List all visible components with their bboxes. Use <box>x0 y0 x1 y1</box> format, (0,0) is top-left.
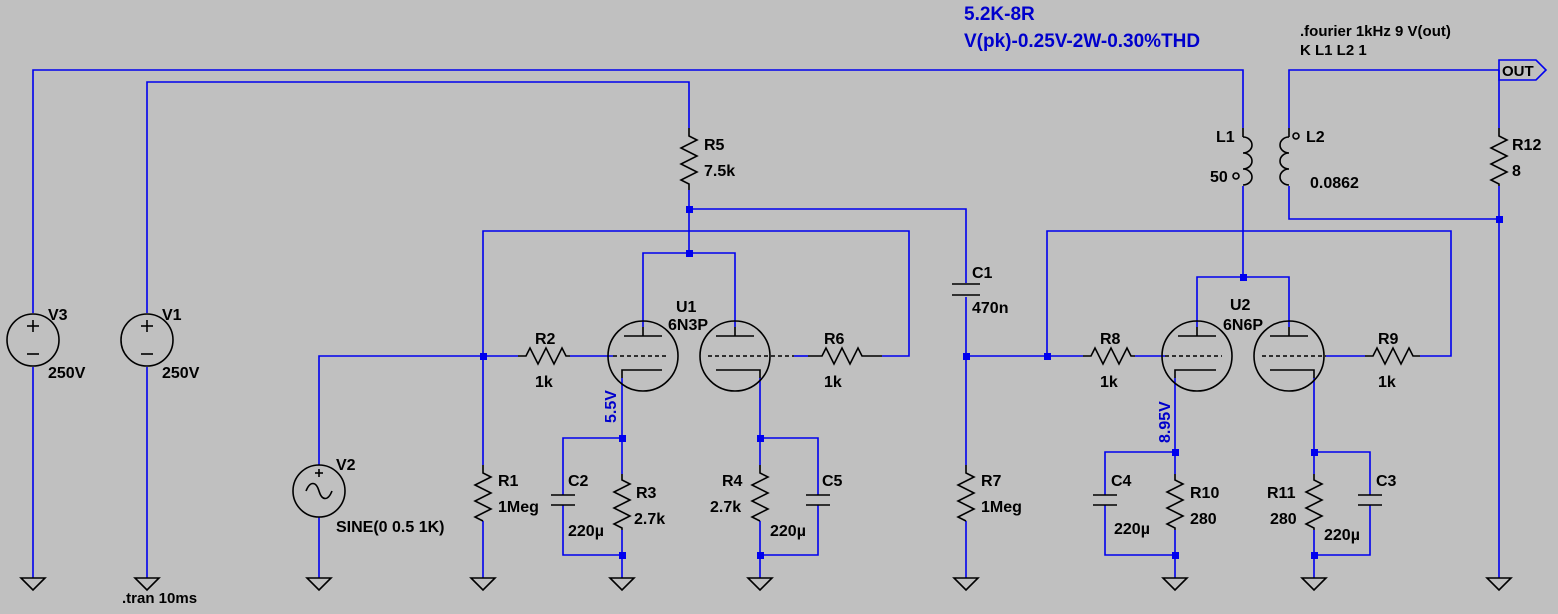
R7-value: 1Meg <box>981 499 1022 516</box>
resistor-R10: R10 280 <box>1165 474 1219 530</box>
R4-value: 2.7k <box>710 499 741 516</box>
V2-label: V2 <box>336 457 356 474</box>
R5-value: 7.5k <box>704 163 735 180</box>
capacitor-C1: C1 470n <box>952 265 1008 317</box>
C5-value: 220µ <box>770 523 806 540</box>
V1-value: 250V <box>162 365 200 382</box>
C3-value: 220µ <box>1324 527 1360 544</box>
R6-label: R6 <box>824 331 845 348</box>
R9-label: R9 <box>1378 331 1399 348</box>
R1-label: R1 <box>498 473 519 490</box>
V2-value: SINE(0 0.5 1K) <box>336 519 444 536</box>
R10-value: 280 <box>1190 511 1217 528</box>
out-port: OUT <box>1498 59 1548 81</box>
V1-label: V1 <box>162 307 182 324</box>
capacitor-C2: C2 220µ <box>551 473 604 540</box>
resistor-R12: R12 8 <box>1489 128 1541 186</box>
L2-label: L2 <box>1306 129 1325 146</box>
source-V1: V1 250V <box>120 307 200 382</box>
C3-label: C3 <box>1376 473 1397 490</box>
C4-value: 220µ <box>1114 521 1150 538</box>
resistor-R6: R6 1k <box>808 331 882 391</box>
resistor-R9: R9 1k <box>1365 331 1420 391</box>
R5-label: R5 <box>704 137 725 154</box>
R4-label: R4 <box>722 473 743 490</box>
resistor-R5: R5 7.5k <box>679 128 735 190</box>
R8-label: R8 <box>1100 331 1121 348</box>
C1-value: 470n <box>972 300 1008 317</box>
U2-value: 6N6P <box>1223 317 1263 334</box>
R1-value: 1Meg <box>498 499 539 516</box>
resistor-R2: R2 1k <box>518 331 570 391</box>
R2-value: 1k <box>535 374 553 391</box>
L2-value: 0.0862 <box>1310 175 1359 192</box>
u1-cathode-voltage: 5.5V <box>603 390 620 423</box>
capacitor-C3: C3 220µ <box>1324 473 1397 544</box>
C2-label: C2 <box>568 473 589 490</box>
R2-label: R2 <box>535 331 556 348</box>
capacitor-C5: C5 220µ <box>770 473 843 540</box>
resistor-R7: R7 1Meg <box>956 465 1022 522</box>
resistor-R1: R1 1Meg <box>473 465 539 522</box>
coupling-directive: K L1 L2 1 <box>1300 42 1367 59</box>
R8-value: 1k <box>1100 374 1118 391</box>
resistor-R11: R11 280 <box>1267 474 1324 530</box>
U1-value: 6N3P <box>668 317 708 334</box>
R7-label: R7 <box>981 473 1002 490</box>
R10-label: R10 <box>1190 485 1219 502</box>
U1-label: U1 <box>676 299 697 316</box>
resistor-R8: R8 1k <box>1083 331 1135 391</box>
L1-label: L1 <box>1216 129 1235 146</box>
C2-value: 220µ <box>568 523 604 540</box>
source-V2: V2 SINE(0 0.5 1K) <box>292 457 444 536</box>
R11-value: 280 <box>1270 511 1297 528</box>
tube-U1: U1 6N3P <box>607 299 794 392</box>
R6-value: 1k <box>824 374 842 391</box>
V3-value: 250V <box>48 365 86 382</box>
L1-value: 50 <box>1210 169 1228 186</box>
R12-value: 8 <box>1512 163 1521 180</box>
C5-label: C5 <box>822 473 843 490</box>
U2-label: U2 <box>1230 297 1251 314</box>
source-V3: V3 250V <box>6 307 86 382</box>
inductor-L1: L1 50 <box>1210 128 1253 186</box>
ground-symbols <box>19 577 1513 592</box>
resistor-R3: R3 2.7k <box>612 474 665 530</box>
fourier-directive: .fourier 1kHz 9 V(out) <box>1300 23 1451 40</box>
C1-label: C1 <box>972 265 993 282</box>
wires <box>32 69 1500 578</box>
R12-label: R12 <box>1512 137 1541 154</box>
R9-value: 1k <box>1378 374 1396 391</box>
C4-label: C4 <box>1111 473 1132 490</box>
tube-U2: U2 6N6P <box>1161 297 1326 392</box>
tran-directive: .tran 10ms <box>122 590 197 607</box>
u2-cathode-voltage: 8.95V <box>1157 401 1174 443</box>
impedance-annotation: 5.2K-8R <box>964 4 1035 25</box>
R3-value: 2.7k <box>634 511 665 528</box>
junction-dots <box>480 206 1503 559</box>
V3-label: V3 <box>48 307 68 324</box>
capacitor-C4: C4 220µ <box>1093 473 1150 538</box>
resistor-R4: R4 2.7k <box>710 465 770 522</box>
R3-label: R3 <box>636 485 657 502</box>
inductor-L2: L2 0.0862 <box>1279 128 1359 192</box>
R11-label: R11 <box>1267 485 1296 502</box>
result-annotation: V(pk)-0.25V-2W-0.30%THD <box>964 31 1200 52</box>
out-label: OUT <box>1502 63 1534 80</box>
